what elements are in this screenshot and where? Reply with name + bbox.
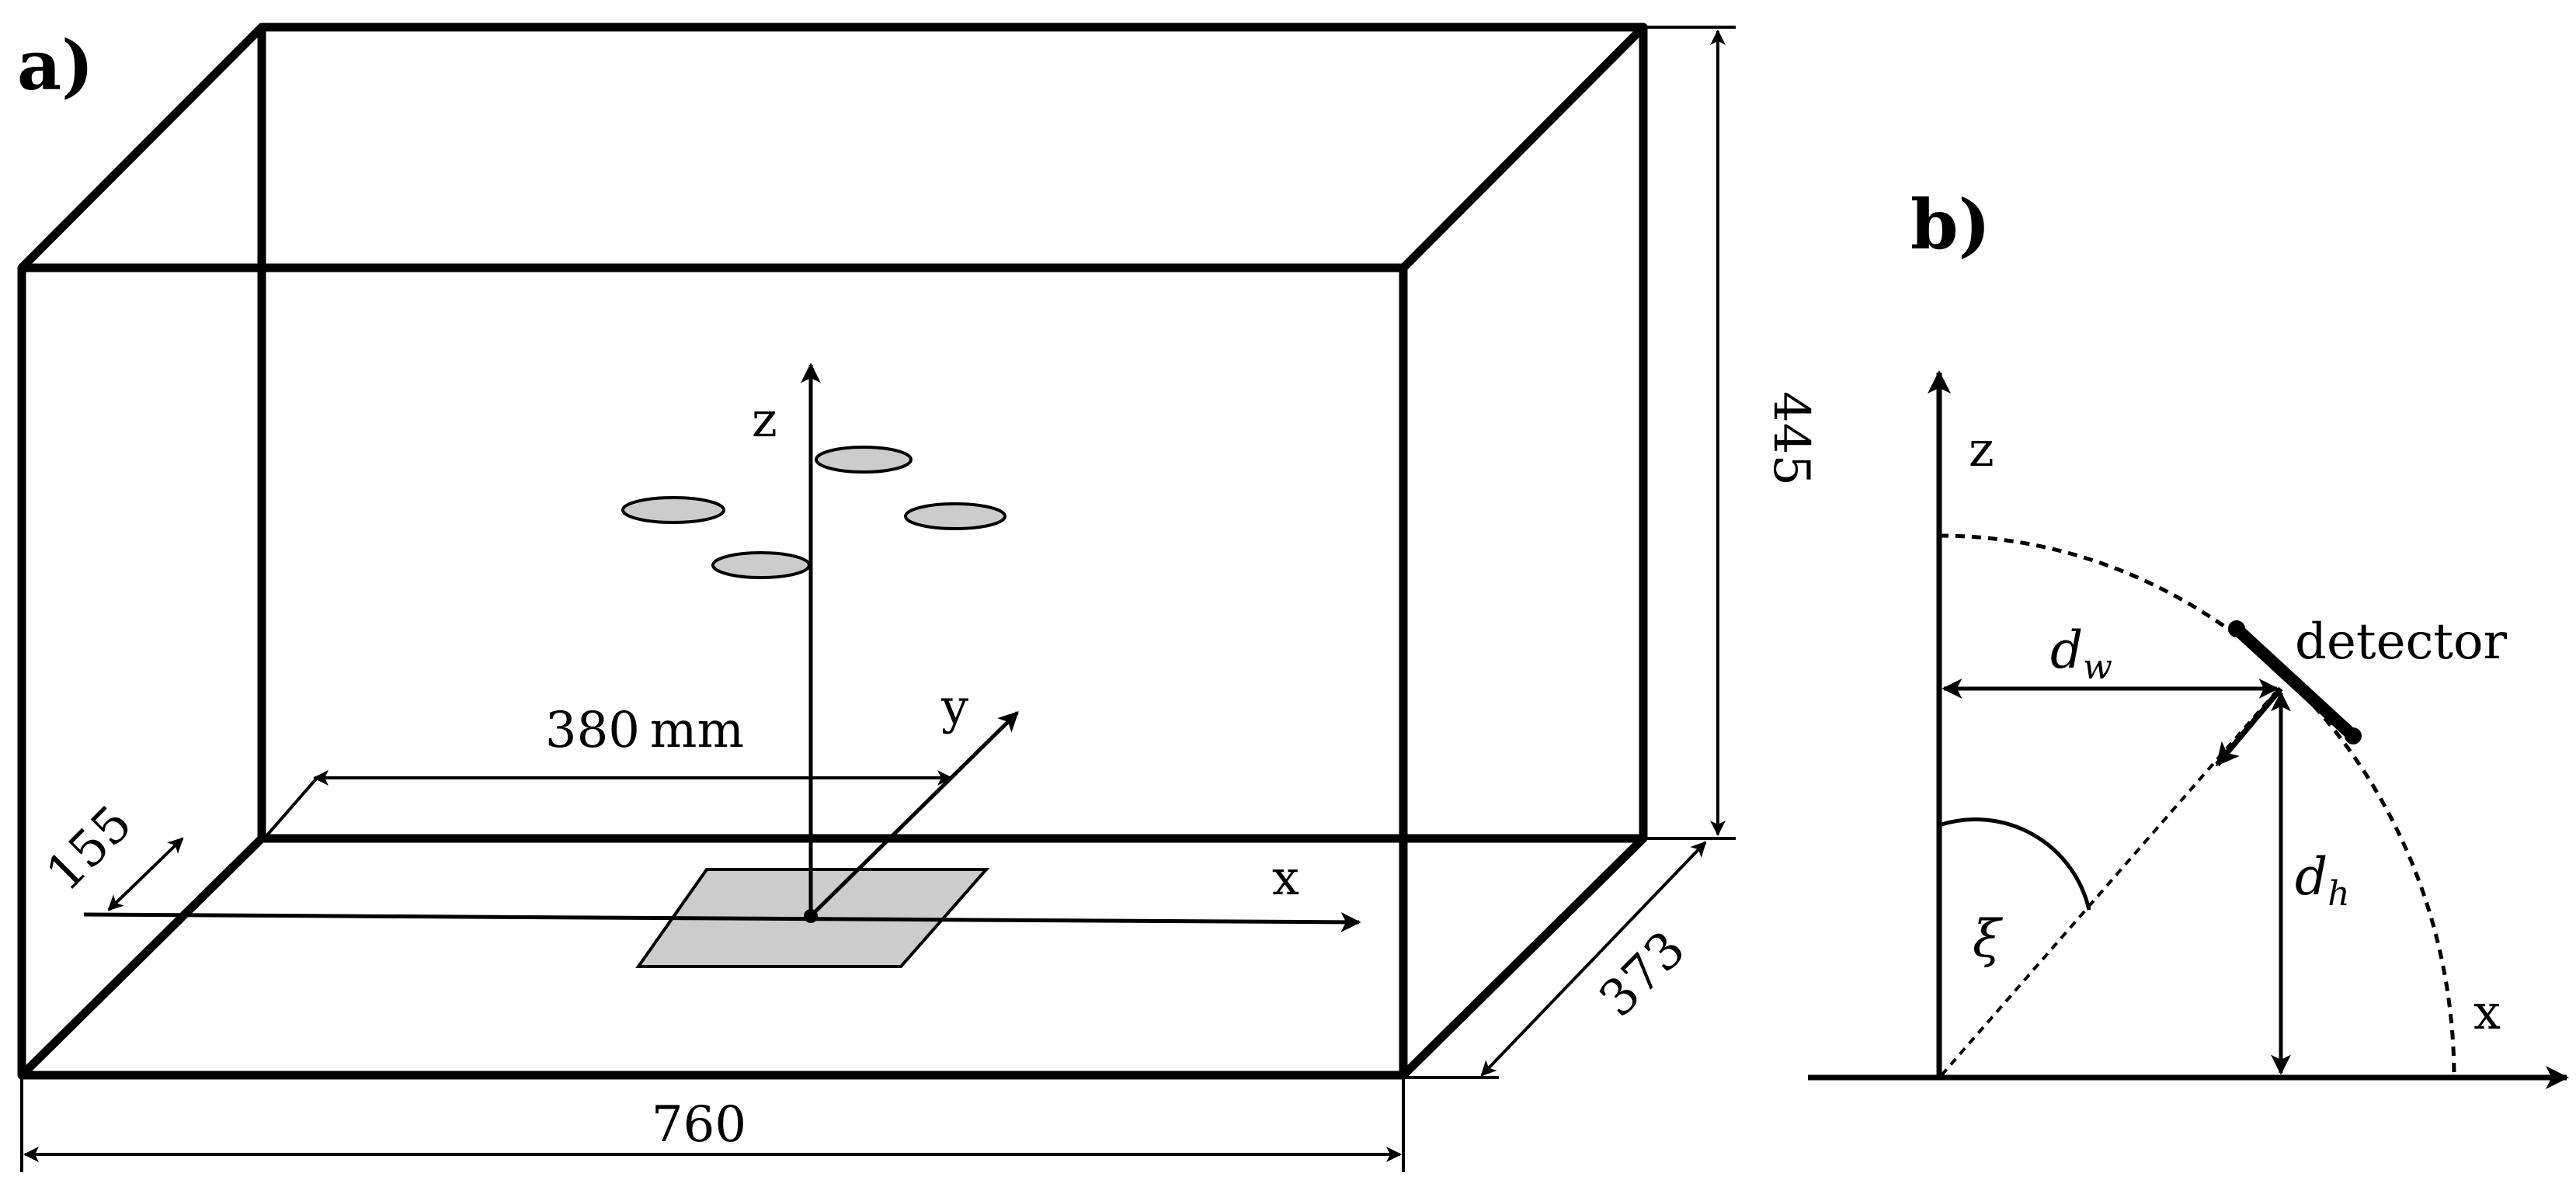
detector [2228, 620, 2362, 744]
axis-z-label-b: z [1969, 421, 1994, 477]
dw-label: dw [2050, 620, 2112, 687]
angle-label: ξ [1973, 909, 2004, 969]
panel-a-label: a) [17, 25, 94, 106]
axis-x-label-b: x [2473, 984, 2501, 1040]
box-back-face [257, 23, 1648, 843]
dim-center-label: 380 mm [545, 702, 744, 759]
box-edge-top-right [1400, 24, 1646, 271]
dim-offset-arrow [107, 837, 184, 911]
panel-b: b) z x ξ detector dw dh [1808, 184, 2569, 1089]
box-edge-top-left [19, 24, 265, 271]
box-outline [17, 23, 1648, 1080]
sample-ellipse [621, 496, 725, 524]
detector-normal-arrow [2215, 686, 2283, 767]
sample-ellipse [711, 551, 811, 579]
detector-label: detector [2295, 613, 2508, 671]
detector-bar [2230, 623, 2359, 742]
dim-offset-label: 155 [36, 795, 144, 903]
dim-width-label: 760 [652, 1096, 746, 1154]
dim-center-extension [264, 775, 320, 838]
box-edge-bottom-left [19, 835, 265, 1078]
origin-dot [804, 909, 818, 923]
panel-b-label: b) [1910, 184, 1990, 265]
sample-ellipse [904, 502, 1006, 530]
axis-x-arrow [83, 911, 1361, 932]
dim-height-label: 445 [1762, 391, 1820, 486]
dim-depth-arrow [1480, 841, 1707, 1077]
dim-depth-label: 373 [1589, 921, 1697, 1029]
axis-z-label: z [752, 391, 777, 448]
detector-end [2345, 727, 2362, 744]
axis-x-label: x [1272, 849, 1299, 906]
box-edge-bottom-right [1400, 835, 1646, 1078]
angle-arc [1938, 817, 2091, 911]
axis-y-arrow [809, 711, 1019, 918]
axis-y-label: y [940, 678, 968, 735]
box-front-face [17, 263, 1408, 1080]
radial-line [1940, 691, 2277, 1077]
detector-end [2228, 620, 2245, 637]
panel-a: a) z y x [17, 23, 1820, 1172]
dh-label: dh [2295, 847, 2350, 914]
sample-ellipses [621, 446, 1006, 579]
sample-ellipse [815, 446, 913, 474]
